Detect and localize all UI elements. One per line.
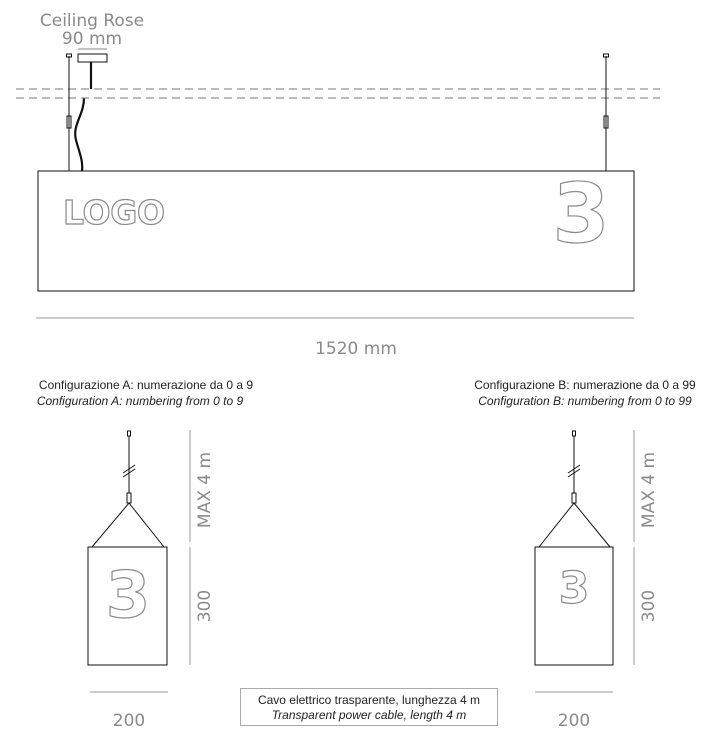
cable-note-box	[240, 688, 498, 726]
config-b-height: 300	[639, 590, 659, 622]
main-sign-panel	[37, 170, 635, 292]
suspension-wire-left	[66, 53, 72, 171]
config-a-subtitle: Configuration A: numbering from 0 to 9	[37, 394, 244, 408]
length-label: 1520 mm	[315, 339, 397, 359]
ceiling-rose-width: 90 mm	[62, 29, 122, 49]
config-a-title: Configurazione A: numerazione da 0 a 9	[39, 378, 253, 392]
cable-note-it: Cavo elettrico trasparente, lunghezza 4 …	[258, 693, 480, 707]
config-a-max-height: MAX 4 m	[195, 452, 215, 528]
suspension-wire-right	[603, 53, 609, 171]
cable-note-en: Transparent power cable, length 4 m	[272, 708, 467, 722]
config-b-title: Configurazione B: numerazione da 0 a 99	[474, 378, 696, 392]
config-a-number: 3	[106, 559, 151, 633]
config-a-width: 200	[113, 711, 145, 731]
config-b-width: 200	[558, 711, 590, 731]
config-a-height: 300	[195, 590, 215, 622]
logo-placeholder: LOGO	[63, 193, 165, 232]
config-b-max-height: MAX 4 m	[639, 452, 659, 528]
power-cable	[74, 62, 93, 172]
main-sign-number: 3	[552, 167, 609, 262]
config-b-subtitle: Configuration B: numbering from 0 to 99	[478, 394, 692, 408]
pendant-b	[534, 430, 614, 666]
ceiling-rose-label: Ceiling Rose	[40, 11, 144, 31]
ceiling-rose	[77, 53, 108, 63]
config-b-number: 3	[559, 563, 590, 614]
pendant-a	[87, 430, 168, 666]
